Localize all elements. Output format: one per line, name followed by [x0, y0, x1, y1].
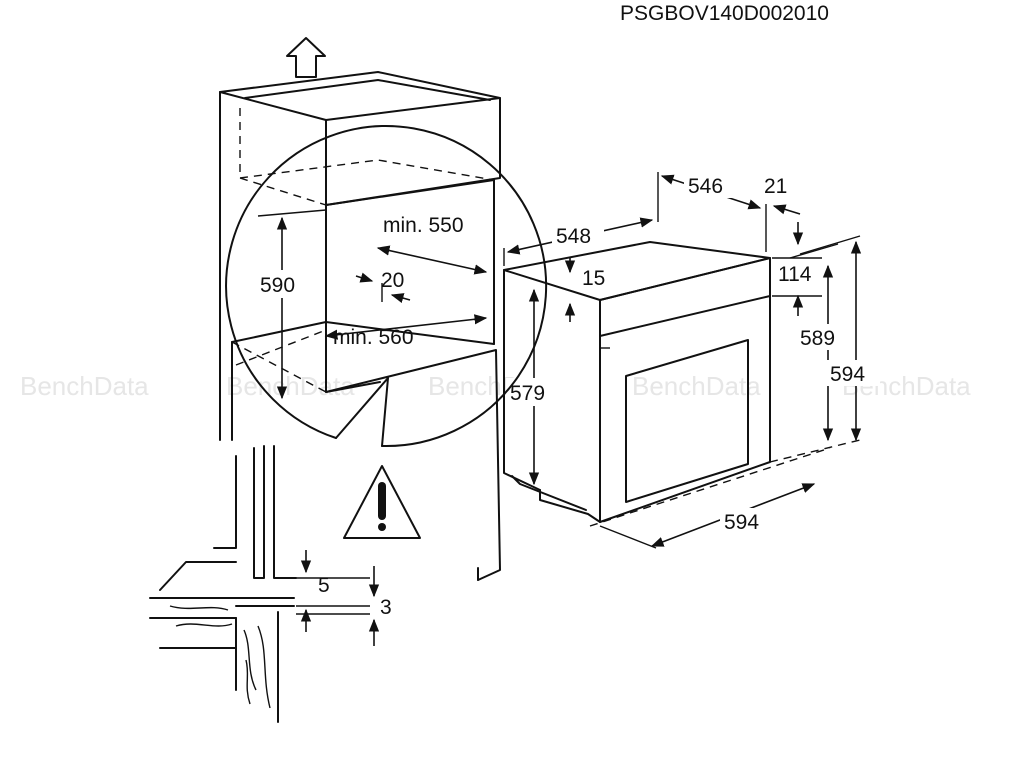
cabinet-dim-590: 590: [252, 209, 327, 400]
dim-579-label: 579: [510, 382, 545, 405]
oven-dim-594-height: 594: [799, 235, 880, 442]
oven-dim-21: 21: [764, 175, 801, 215]
dim-min560-label: min. 560: [333, 326, 414, 349]
oven-dim-15: 15: [564, 258, 605, 322]
dim-594-width-label: 594: [724, 511, 759, 534]
up-arrow-icon: [286, 37, 326, 78]
watermark-text: BenchData: [226, 371, 355, 401]
dim-589-label: 589: [800, 327, 835, 350]
oven-drawing: [503, 241, 861, 527]
detail-callout: 5 3: [149, 125, 548, 723]
dim-590-label: 590: [260, 274, 295, 297]
dim-3-label: 3: [380, 596, 392, 619]
cabinet-dim-min560: min. 560: [324, 314, 488, 349]
dim-594-height-label: 594: [830, 363, 865, 386]
dim-min550-label: min. 550: [383, 214, 464, 237]
dim-15-label: 15: [582, 267, 605, 290]
cabinet-drawing: [219, 71, 501, 581]
dim-114-label: 114: [778, 263, 812, 286]
watermark-text: BenchData: [20, 371, 149, 401]
cabinet-dim-min550: min. 550: [376, 214, 488, 275]
oven-dim-594-width: 594: [599, 483, 816, 549]
dim-5-label: 5: [318, 574, 330, 597]
oven-dim-589: 589: [789, 243, 848, 442]
warning-icon: [343, 465, 421, 539]
dim-548-label: 548: [556, 225, 591, 248]
oven-dim-546: 546: [657, 172, 767, 252]
dim-21-label: 21: [764, 175, 787, 198]
watermark-text: BenchData: [632, 371, 761, 401]
cabinet-dim-20: 20: [355, 269, 411, 304]
oven-dim-114: 114: [772, 222, 822, 316]
dim-20-label: 20: [381, 269, 404, 292]
document-code: PSGBOV140D002010: [620, 2, 829, 25]
oven-dim-548: 548: [503, 217, 654, 266]
oven-dim-579: 579: [506, 288, 562, 486]
dim-546-label: 546: [688, 175, 723, 198]
